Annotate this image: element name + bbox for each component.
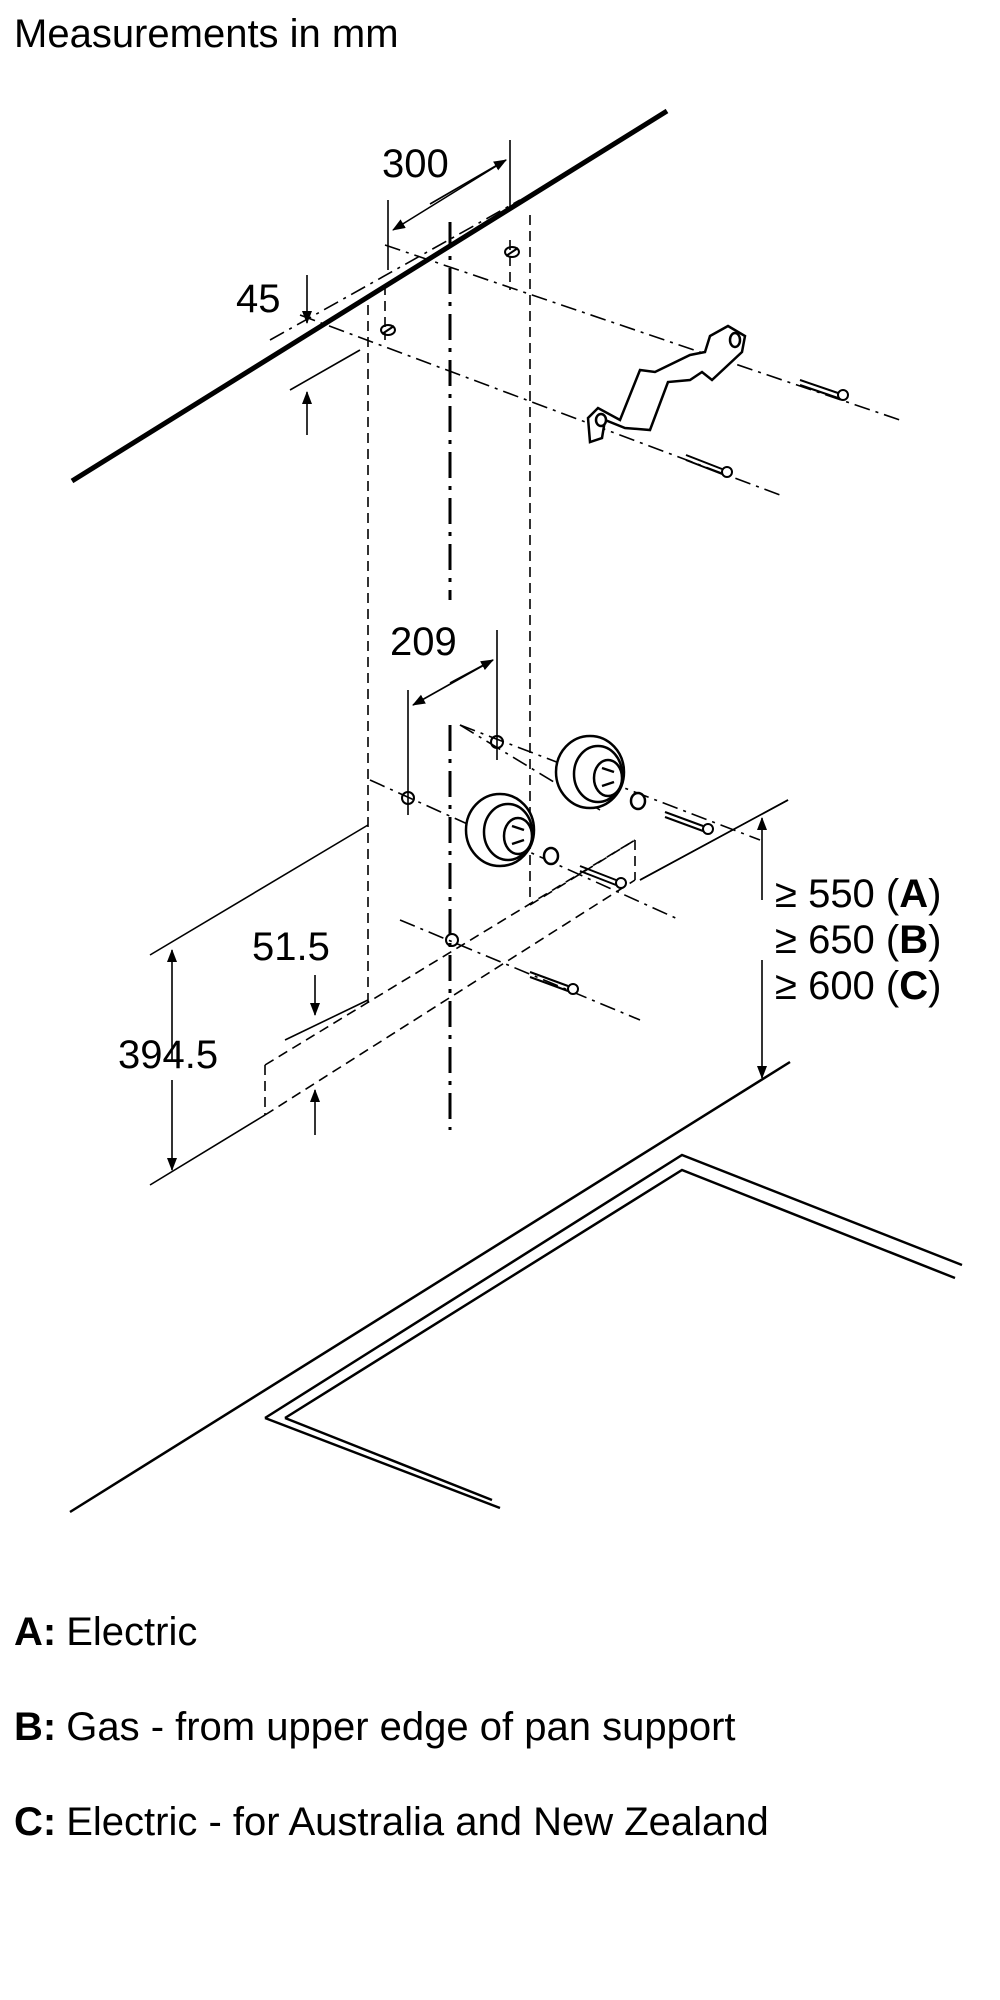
legend-key-b: B: xyxy=(14,1705,57,1749)
vertical-guides xyxy=(367,215,531,1005)
dimension-label-45: 45 xyxy=(236,277,281,321)
clearance-a: ≥ 550 (A) xyxy=(775,872,941,916)
legend-item-b: B:Gas - from upper edge of pan support xyxy=(14,1705,736,1750)
legend-item-c: C:Electric - for Australia and New Zeala… xyxy=(14,1800,769,1845)
upper-mounting-plane xyxy=(269,199,901,496)
clearance-c: ≥ 600 (C) xyxy=(775,964,941,1008)
page-title: Measurements in mm xyxy=(14,12,399,56)
mounting-bracket xyxy=(586,324,747,444)
dimension-51-5 xyxy=(284,975,369,1135)
ceiling-line xyxy=(70,108,669,484)
legend-text-a: Electric xyxy=(66,1610,198,1654)
legend-text-b: Gas - from upper edge of pan support xyxy=(66,1705,736,1749)
clearance-b: ≥ 650 (B) xyxy=(775,918,941,962)
legend-key-a: A: xyxy=(14,1610,57,1654)
legend-text-c: Electric - for Australia and New Zealand xyxy=(66,1800,769,1844)
cooktop xyxy=(69,1060,963,1514)
dimension-clearance xyxy=(639,799,789,1079)
dimension-label-300: 300 xyxy=(382,142,449,186)
hood-outline xyxy=(264,839,636,1116)
dimension-394-5 xyxy=(149,824,369,1186)
dimension-label-51-5: 51.5 xyxy=(252,925,330,969)
lower-screws xyxy=(529,811,714,995)
legend-item-a: A:Electric xyxy=(14,1610,197,1655)
legend-key-c: C: xyxy=(14,1800,57,1844)
top-screw-holes xyxy=(380,246,520,336)
dimension-300 xyxy=(387,140,511,270)
dimension-209 xyxy=(407,630,498,815)
dimension-label-394-5: 394.5 xyxy=(118,1033,218,1077)
wall-plugs xyxy=(464,734,647,868)
dimension-label-209: 209 xyxy=(390,620,457,664)
top-screws xyxy=(685,379,849,478)
dimension-45 xyxy=(289,275,361,435)
